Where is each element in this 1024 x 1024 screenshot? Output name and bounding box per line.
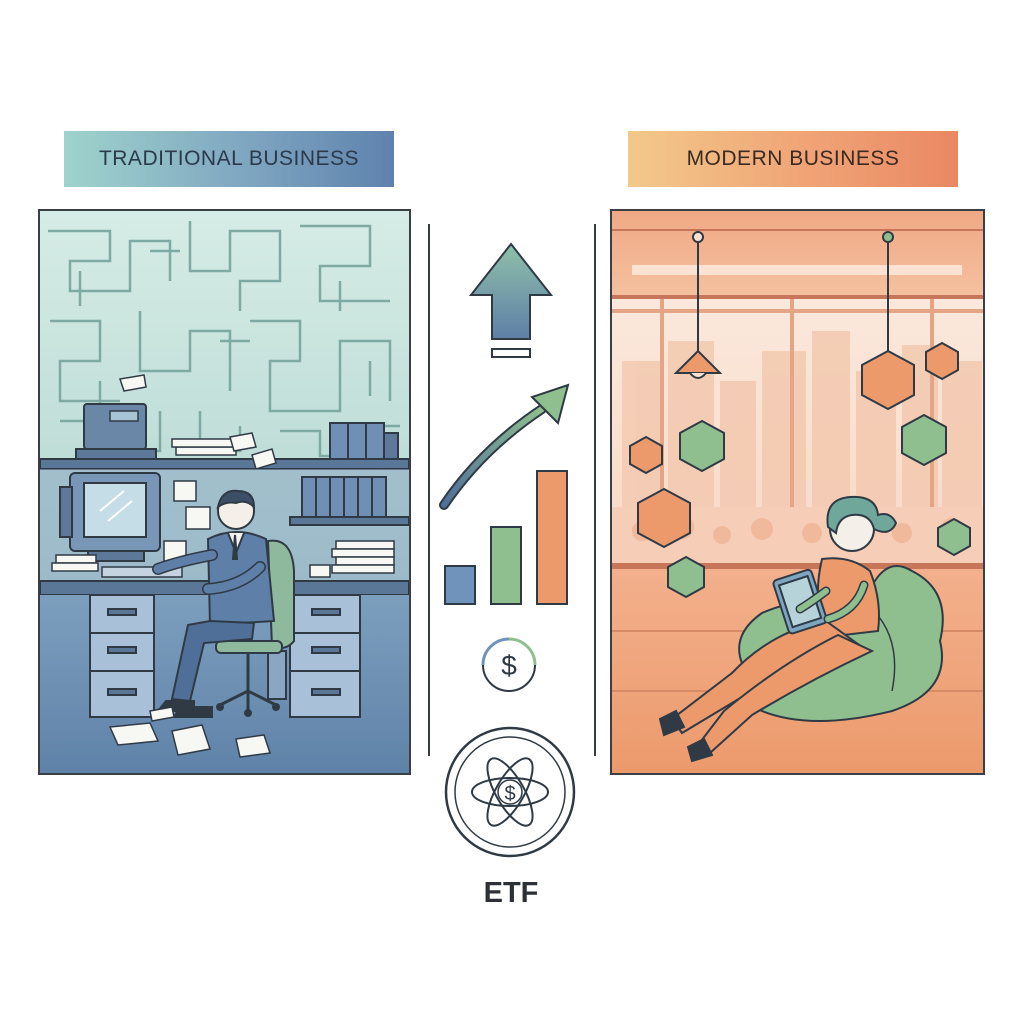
old-computer-top (75, 403, 157, 462)
modern-business-title: MODERN BUSINESS (686, 147, 900, 170)
bar-tall (536, 470, 568, 605)
sticky-notes (163, 480, 211, 562)
etf-dollar-symbol: $ (504, 783, 515, 805)
desk-drawers-right (267, 594, 361, 718)
businessman (152, 489, 276, 718)
ceiling-line (612, 229, 983, 231)
paper-stack-top (119, 374, 277, 470)
center-column: $ $ ETF (412, 209, 610, 929)
desk-papers-left (51, 554, 183, 578)
side-shelf (289, 516, 409, 526)
bar-small (444, 565, 476, 605)
woman-with-tablet (658, 495, 898, 763)
dollar-coin-icon: $ (481, 637, 537, 692)
divider-left (428, 224, 430, 756)
traditional-business-title: TRADITIONAL BUSINESS (98, 147, 360, 170)
ceiling-band (612, 211, 983, 297)
etf-atom-icon: $ (444, 726, 576, 858)
ceiling-edge (612, 295, 983, 299)
pendant-lamps (673, 231, 894, 379)
ceiling-light-strip (632, 265, 962, 275)
desk-drawers-left (89, 594, 155, 718)
paper-stack-right (309, 540, 395, 578)
bar-chart-icon (444, 470, 568, 605)
up-arrow-icon (468, 242, 554, 358)
etf-label: ETF (483, 877, 539, 909)
modern-office-illustration (610, 209, 985, 775)
cubicle-shelf (40, 458, 409, 470)
divider-right (594, 224, 596, 756)
bar-medium (490, 526, 522, 605)
floor-papers (108, 706, 271, 758)
coin-dollar-symbol: $ (501, 650, 517, 681)
traditional-office-illustration (38, 209, 411, 775)
trend-arrow-icon (439, 383, 570, 510)
center-icons: $ $ (439, 242, 576, 858)
sill (612, 563, 983, 569)
traditional-office-scene (40, 211, 409, 773)
crt-monitor (59, 472, 161, 562)
traditional-business-banner: TRADITIONAL BUSINESS (64, 131, 394, 187)
binders-side (301, 476, 387, 518)
modern-business-banner: MODERN BUSINESS (628, 131, 958, 187)
modern-office-scene (612, 211, 983, 773)
hexagon-decor (629, 341, 971, 599)
maze-pattern (48, 221, 400, 458)
